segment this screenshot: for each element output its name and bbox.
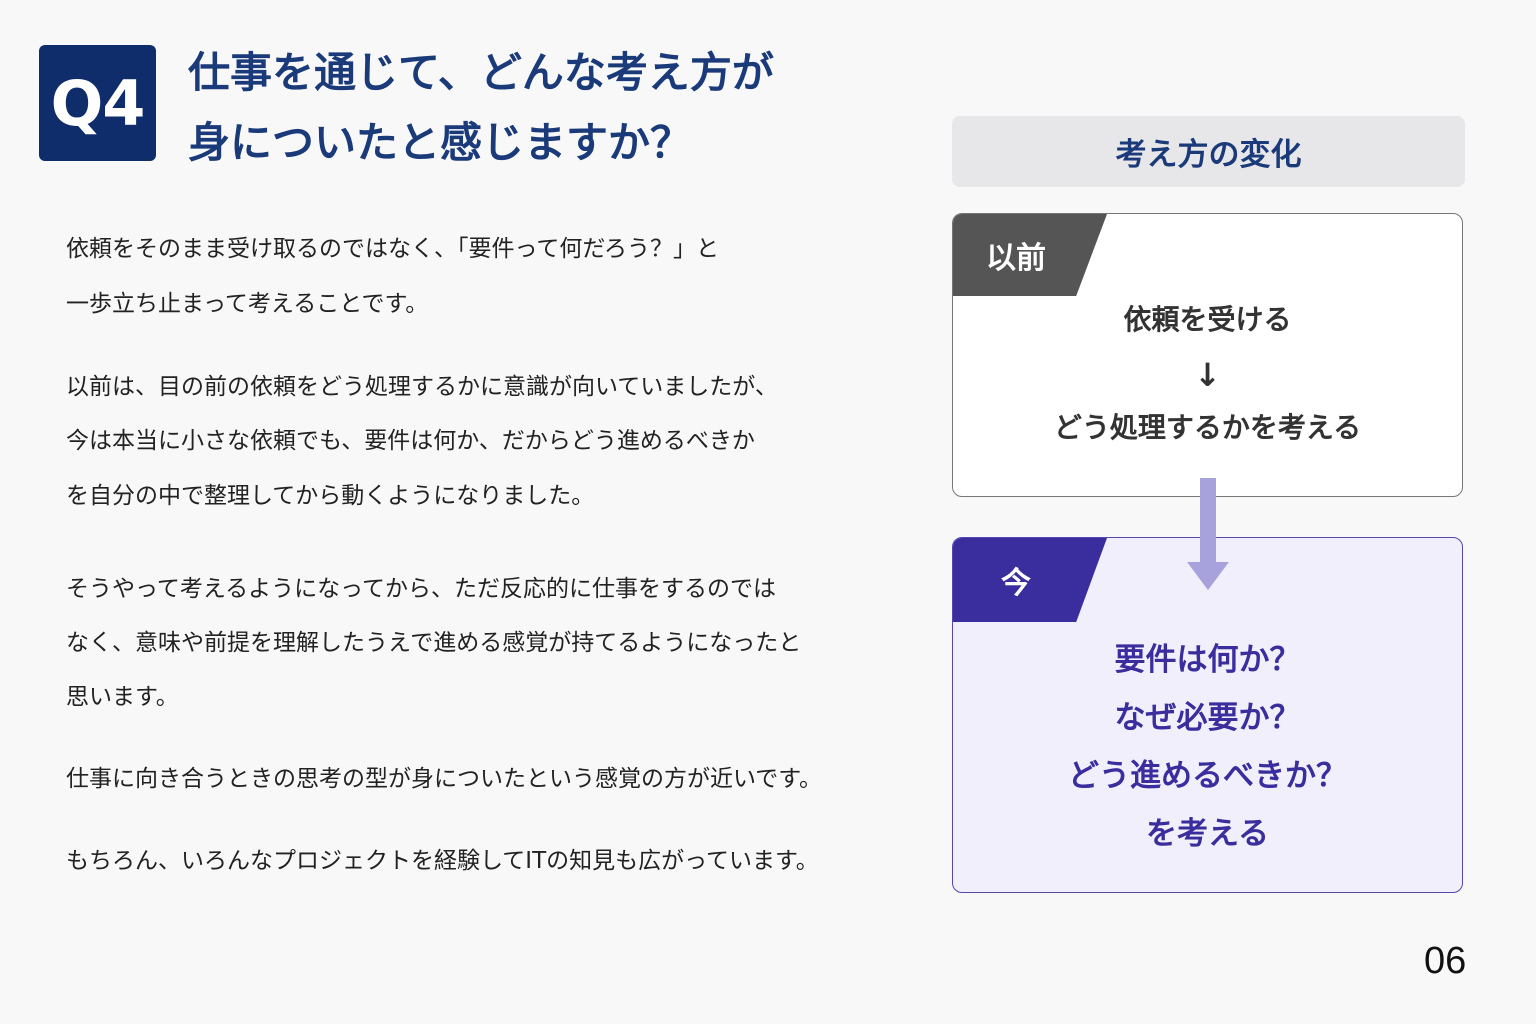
mindset-change-header: 考え方の変化	[952, 116, 1465, 187]
body-line: を自分の中で整理してから動くようになりました。	[66, 483, 595, 509]
before-tag: 以前	[953, 214, 1107, 296]
question-title-line: 身についたと感じますか？	[188, 118, 693, 167]
flow-arrow-icon	[1187, 478, 1229, 590]
body-line: もちろん、いろんなプロジェクトを経験してITの知見も広がっています。	[66, 848, 819, 874]
before-line: 依頼を受ける	[1123, 303, 1292, 336]
before-box: 以前 依頼を受ける ↓ どう処理するかを考える	[952, 213, 1463, 497]
body-line: 以前は、目の前の依頼をどう処理するかに意識が向いていましたが、	[66, 374, 778, 400]
now-line: を考える	[1145, 816, 1270, 852]
down-arrow-icon: ↓	[1194, 356, 1221, 394]
now-line: なぜ必要か？	[1114, 700, 1301, 736]
body-line: 依頼をそのまま受け取るのではなく、「要件って何だろう？」と	[66, 236, 719, 262]
now-line: 要件は何か？	[1114, 642, 1301, 678]
body-line: なく、意味や前提を理解したうえで進める感覚が持てるようになったと	[66, 630, 802, 656]
body-line: 思います。	[66, 684, 179, 710]
question-title-line: 仕事を通じて、どんな考え方が	[188, 48, 774, 97]
before-line: どう処理するかを考える	[1053, 411, 1362, 444]
body-line: 一歩立ち止まって考えることです。	[66, 291, 429, 317]
now-line: どう進めるべきか？	[1068, 758, 1347, 794]
question-title: 仕事を通じて、どんな考え方が 身についたと感じますか？	[188, 38, 888, 178]
body-line: 仕事に向き合うときの思考の型が身についたという感覚の方が近いです。	[66, 766, 823, 792]
body-line: 今は本当に小さな依頼でも、要件は何か、だからどう進めるべきか	[66, 428, 755, 454]
question-badge: Q4	[39, 45, 156, 161]
page-number: 06	[1424, 940, 1467, 982]
now-box: 今 要件は何か？ なぜ必要か？ どう進めるべきか？ を考える	[952, 537, 1463, 893]
body-line: そうやって考えるようになってから、ただ反応的に仕事をするのでは	[66, 576, 777, 602]
now-tag: 今	[953, 538, 1107, 622]
